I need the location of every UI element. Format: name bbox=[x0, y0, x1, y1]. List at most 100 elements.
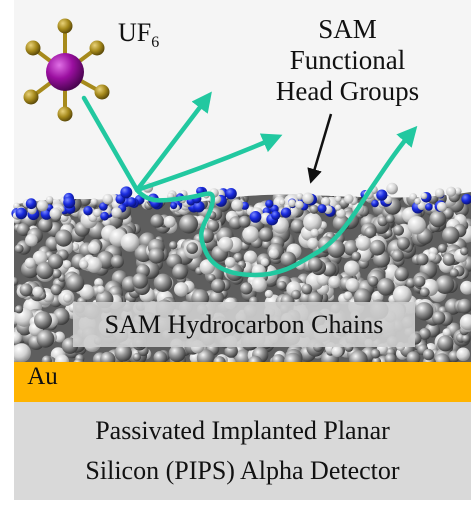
chain-atom bbox=[393, 224, 404, 236]
chain-atom bbox=[34, 311, 52, 330]
uf6-molecule-icon bbox=[23, 18, 110, 122]
chain-atom bbox=[32, 250, 48, 266]
chain-atom bbox=[174, 282, 189, 297]
chain-atom bbox=[416, 253, 429, 266]
au-label: Au bbox=[27, 363, 58, 390]
chain-atom bbox=[211, 278, 226, 293]
chain-atom bbox=[370, 348, 381, 359]
head-group-nitrogen-atom bbox=[461, 193, 471, 205]
chain-atom bbox=[353, 288, 372, 306]
chain-atom bbox=[172, 264, 188, 280]
chain-atom bbox=[87, 241, 101, 254]
chain-atom bbox=[432, 311, 446, 325]
chain-atom bbox=[310, 228, 320, 238]
chain-atom bbox=[150, 214, 164, 228]
head-group-atom bbox=[49, 207, 62, 220]
head-group-atom bbox=[417, 201, 426, 211]
trajectory-bounce-2 bbox=[134, 133, 283, 193]
head-group-atom bbox=[434, 188, 445, 198]
chain-atom bbox=[54, 331, 65, 343]
head-group-nitrogen-atom bbox=[25, 198, 37, 210]
chain-atom bbox=[345, 278, 360, 292]
head-group-nitrogen-atom bbox=[120, 186, 133, 199]
chain-atom bbox=[394, 267, 409, 282]
chain-atom bbox=[206, 219, 220, 232]
chain-atom bbox=[343, 240, 360, 256]
chain-atom bbox=[14, 331, 22, 344]
chain-atom bbox=[233, 252, 244, 263]
chain-atom bbox=[377, 278, 395, 296]
chain-atom bbox=[459, 314, 471, 331]
chain-atom bbox=[418, 328, 431, 340]
head-group-atom bbox=[414, 198, 421, 205]
head-group-atom bbox=[111, 207, 122, 218]
chain-atom bbox=[207, 274, 216, 283]
chain-atom bbox=[355, 235, 371, 251]
chain-atom bbox=[96, 285, 105, 294]
chain-atom bbox=[303, 212, 322, 232]
head-group-atom bbox=[436, 201, 447, 212]
fluorine-atom bbox=[94, 84, 110, 100]
chain-atom bbox=[73, 358, 85, 362]
chain-atom bbox=[100, 351, 116, 362]
chain-atom bbox=[258, 227, 274, 242]
chain-atom bbox=[307, 237, 319, 250]
chain-atom bbox=[14, 244, 24, 254]
head-group-nitrogen-atom bbox=[63, 196, 76, 209]
sam-head-label-line3: Head Groups bbox=[275, 76, 420, 106]
head-group-atom bbox=[279, 199, 286, 206]
sam-head-label-line2: Functional bbox=[289, 45, 406, 75]
chain-atom bbox=[224, 257, 236, 268]
chain-atom bbox=[437, 243, 447, 253]
chain-atom bbox=[179, 214, 199, 234]
chain-atom bbox=[54, 354, 70, 362]
chain-atom bbox=[268, 248, 279, 259]
trajectory-penetrating bbox=[134, 125, 418, 278]
head-group-atom bbox=[36, 200, 49, 212]
chain-atom bbox=[435, 275, 455, 294]
sam-head-label-line1: SAM bbox=[318, 14, 377, 44]
chain-atom bbox=[25, 233, 38, 247]
head-group-nitrogen-atom bbox=[271, 210, 281, 220]
chain-atom bbox=[434, 353, 450, 362]
chain-atom bbox=[169, 241, 178, 250]
chain-atom bbox=[264, 289, 273, 299]
chain-atom bbox=[369, 239, 386, 256]
chain-atom bbox=[419, 287, 430, 298]
head-group-pointer-arrow bbox=[307, 113, 333, 184]
chain-atom bbox=[364, 226, 377, 238]
chain-atom bbox=[132, 353, 141, 362]
chain-atom bbox=[238, 215, 251, 228]
chain-atom bbox=[327, 240, 346, 258]
head-group-atom bbox=[295, 200, 304, 210]
head-group-nitrogen-atom bbox=[265, 199, 274, 208]
chain-atom bbox=[290, 219, 305, 234]
chain-atom bbox=[396, 236, 410, 250]
chain-atom bbox=[79, 260, 89, 270]
chain-atom bbox=[24, 257, 36, 269]
chain-atom bbox=[62, 293, 73, 303]
chain-atom bbox=[196, 349, 215, 362]
chain-atom bbox=[331, 346, 343, 358]
chain-atom bbox=[153, 273, 173, 292]
chain-atom bbox=[415, 302, 434, 321]
head-group-nitrogen-atom bbox=[99, 202, 108, 211]
chain-atom bbox=[343, 291, 353, 301]
au-label-box bbox=[14, 362, 71, 392]
au-layer bbox=[14, 362, 471, 402]
chain-atom bbox=[437, 335, 454, 352]
chain-atom bbox=[260, 258, 269, 267]
chain-atom bbox=[14, 305, 24, 314]
head-group-atom bbox=[344, 194, 354, 204]
hydrocarbon-chains-label: SAM Hydrocarbon Chains bbox=[73, 302, 415, 347]
head-group-nitrogen-atom bbox=[280, 207, 292, 218]
head-group-nitrogen-atom bbox=[225, 188, 237, 200]
head-group-atom bbox=[231, 199, 244, 212]
chain-atom bbox=[243, 250, 258, 264]
fluorine-atom bbox=[57, 106, 73, 122]
chain-atom bbox=[120, 233, 140, 252]
head-group-atom bbox=[420, 192, 428, 200]
chain-atom bbox=[457, 298, 471, 314]
chain-atom bbox=[449, 268, 459, 278]
head-group-atom bbox=[93, 208, 102, 218]
